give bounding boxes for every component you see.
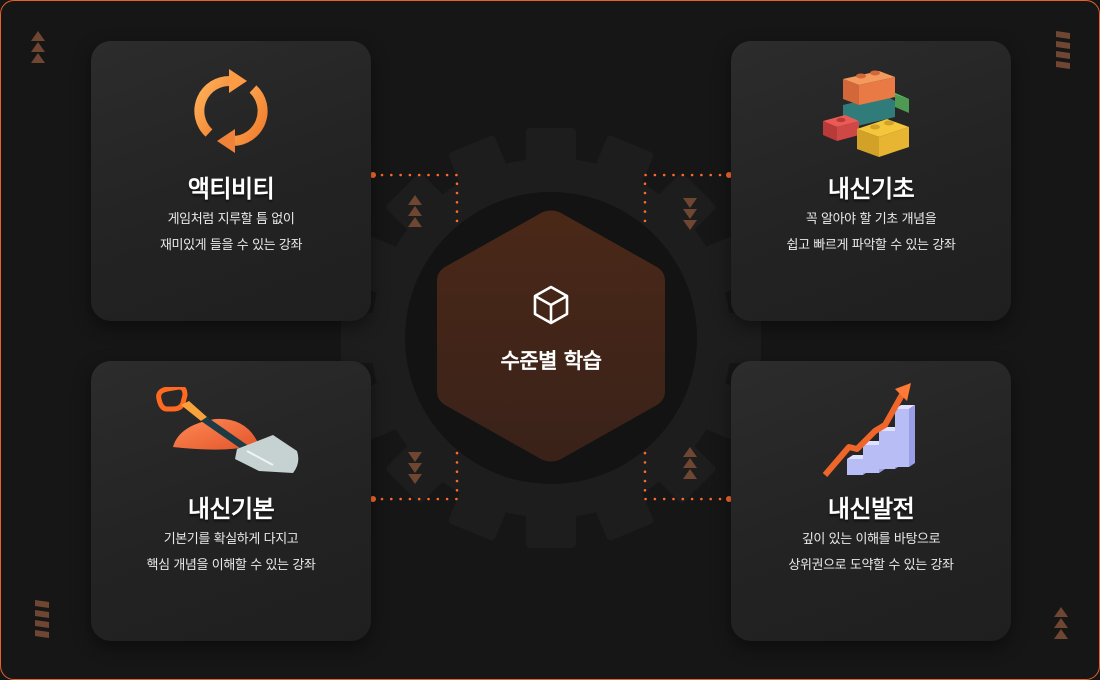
card-title: 액티비티 [187, 175, 275, 203]
card-description: 기본기를 확실하게 다지고 핵심 개념을 이해할 수 있는 강좌 [146, 532, 316, 573]
card-description: 게임처럼 지루할 틈 없이 재미있게 들을 수 있는 강좌 [159, 212, 303, 253]
refresh-arrows-icon [194, 69, 268, 153]
card-advanced[interactable]: 내신발전 깊이 있는 이해를 바탕으로 상위권으로 도약할 수 있는 강좌 [731, 361, 1011, 641]
shovel-icon [156, 387, 299, 473]
card-basic-foundation[interactable]: 내신기초 꼭 알아야 할 기초 개념을 쉽고 빠르게 파악할 수 있는 강좌 [731, 41, 1011, 321]
growth-chart-icon [822, 383, 915, 477]
card-description: 꼭 알아야 할 기초 개념을 쉽고 빠르게 파악할 수 있는 강좌 [786, 212, 956, 253]
corner-triangles-icon [31, 31, 45, 63]
corner-stripes-icon [35, 600, 49, 638]
card-title: 내신기본 [187, 495, 275, 523]
card-description: 깊이 있는 이해를 바탕으로 상위권으로 도약할 수 있는 강좌 [788, 532, 954, 573]
card-title: 내신기초 [827, 175, 915, 203]
corner-stripes-icon [1056, 31, 1070, 69]
card-activity[interactable]: 액티비티 게임처럼 지루할 틈 없이 재미있게 들을 수 있는 강좌 [91, 41, 371, 321]
card-basic-fundamentals[interactable]: 내신기본 기본기를 확실하게 다지고 핵심 개념을 이해할 수 있는 강좌 [91, 361, 371, 641]
center-label: 수준별 학습 [500, 349, 602, 373]
cube-icon [533, 285, 569, 325]
card-title: 내신발전 [827, 495, 915, 523]
corner-triangles-icon [1054, 607, 1068, 639]
center-hexagon: 수준별 학습 [435, 209, 667, 463]
building-blocks-icon [823, 70, 909, 157]
